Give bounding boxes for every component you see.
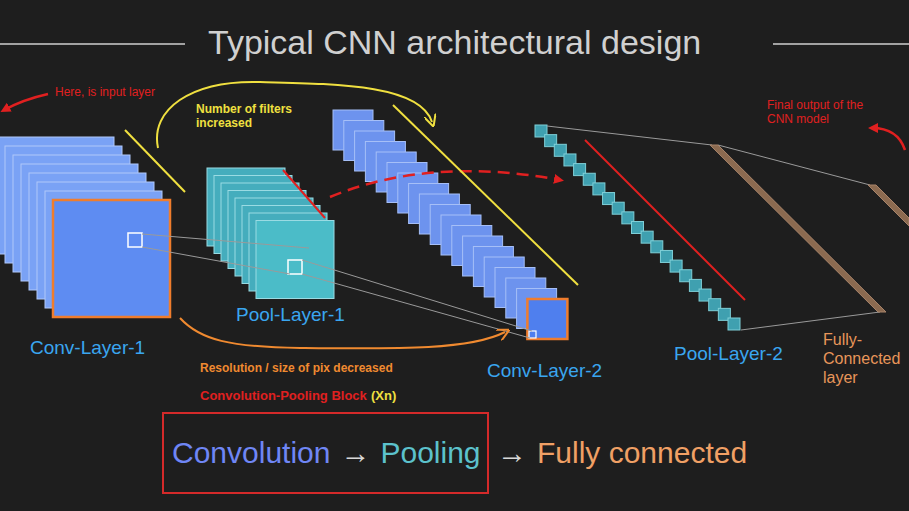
projection-line bbox=[142, 247, 290, 274]
pooled-map bbox=[256, 221, 334, 299]
title-rule bbox=[0, 43, 185, 45]
repeat-count: (Xn) bbox=[371, 388, 396, 404]
annotation-slash bbox=[283, 170, 325, 218]
annotation-arrow bbox=[4, 94, 48, 110]
layer-stacks bbox=[0, 110, 909, 339]
feature-map-front bbox=[53, 200, 170, 317]
flow-step: Fully connected bbox=[537, 435, 747, 471]
projection-line bbox=[741, 312, 880, 330]
receptive-field bbox=[288, 260, 302, 274]
flow-step: Convolution bbox=[172, 436, 330, 470]
layer-name: Pool-Layer-1 bbox=[236, 304, 345, 327]
annotation-arrow bbox=[330, 171, 560, 197]
annotation-slash bbox=[393, 105, 578, 285]
annotation-note: Final output of the CNN model bbox=[767, 98, 885, 127]
receptive-field bbox=[128, 233, 142, 247]
title-rule bbox=[773, 43, 909, 45]
annotation-note: Here, is input layer bbox=[55, 85, 155, 99]
fc-layer bbox=[868, 185, 909, 226]
fc-layer bbox=[710, 145, 886, 312]
flow-arrow: → bbox=[497, 435, 527, 471]
pooled-map bbox=[728, 318, 740, 330]
annotation-note: Number of filters increased bbox=[196, 102, 311, 131]
projection-line bbox=[142, 234, 309, 248]
annotation-arrow bbox=[157, 82, 432, 148]
block-name: Convolution-Pooling Block bbox=[200, 388, 367, 404]
highlight-box: Convolution → Pooling bbox=[162, 412, 489, 494]
annotation-note: Resolution / size of pix decreased bbox=[200, 361, 393, 375]
layer-name: Conv-Layer-2 bbox=[487, 360, 602, 383]
flow-arrow: → bbox=[340, 436, 370, 470]
annotation-slash bbox=[125, 130, 185, 192]
feature-map-front bbox=[527, 299, 567, 339]
annotations bbox=[4, 82, 905, 349]
projection-line bbox=[718, 145, 870, 185]
title: Typical CNN architectural design bbox=[208, 22, 701, 63]
layer-name: Conv-Layer-1 bbox=[30, 337, 145, 360]
annotation-slash bbox=[585, 140, 745, 300]
receptive-field bbox=[529, 331, 536, 338]
layer-name: Pool-Layer-2 bbox=[674, 343, 783, 366]
flow-step: Pooling bbox=[380, 436, 480, 470]
projection-line bbox=[547, 126, 712, 145]
layer-name: Fully-Connected layer bbox=[823, 330, 907, 388]
annotation-arrow bbox=[872, 128, 905, 150]
